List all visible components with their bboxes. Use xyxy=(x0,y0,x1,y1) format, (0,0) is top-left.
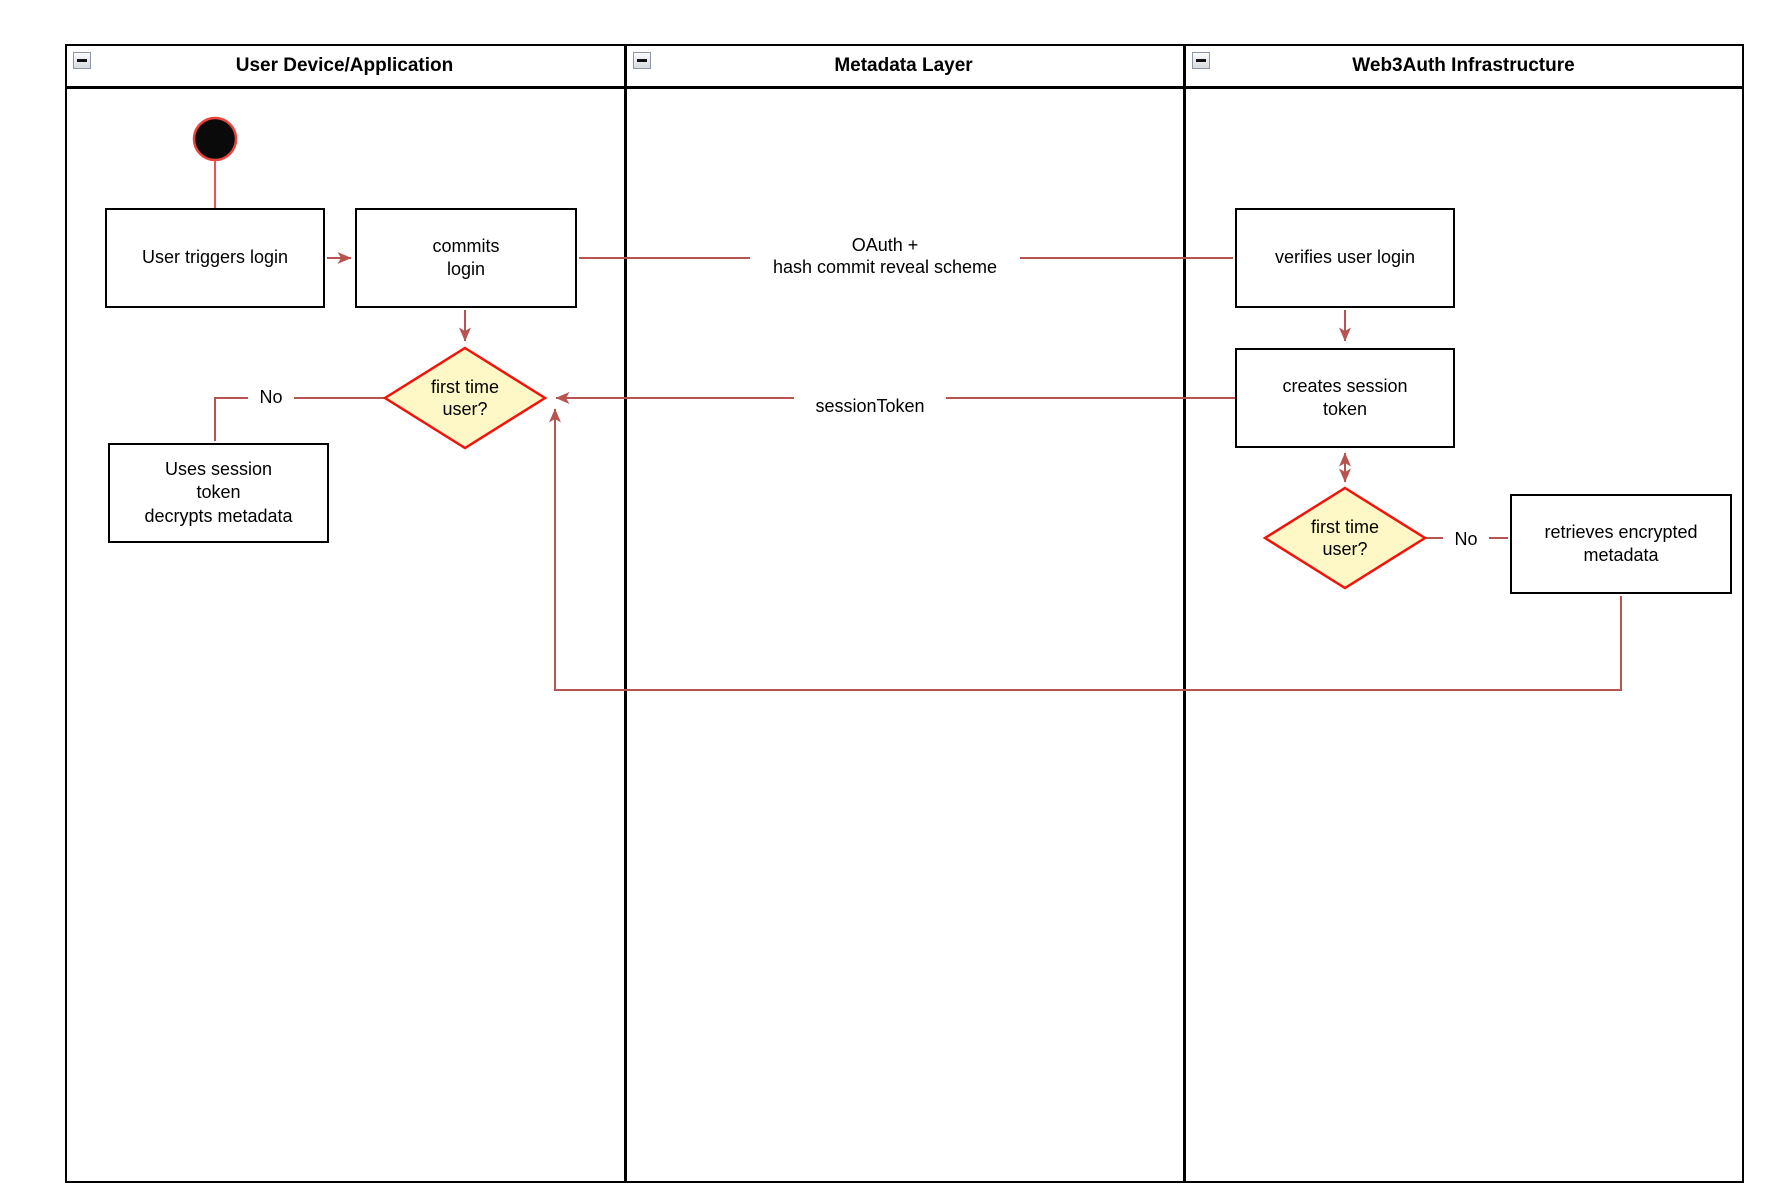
node-user-triggers-login[interactable]: User triggers login xyxy=(105,208,325,308)
lane-title-user-device[interactable]: User Device/Application xyxy=(235,55,454,76)
lane-separator-1 xyxy=(624,44,627,1183)
collapse-icon[interactable] xyxy=(1192,52,1210,69)
lane-title-metadata-layer[interactable]: Metadata Layer xyxy=(834,55,973,76)
start-node[interactable] xyxy=(192,116,238,162)
edge-label-oauth: OAuth + hash commit reveal scheme xyxy=(750,234,1020,280)
node-verifies-user-login[interactable]: verifies user login xyxy=(1235,208,1455,308)
lane-header-separator xyxy=(65,86,1744,89)
decision-diamond-first-time-user-2[interactable] xyxy=(1262,486,1428,590)
decision-1-label[interactable]: first time user? xyxy=(430,376,499,420)
node-creates-session-token[interactable]: creates session token xyxy=(1235,348,1455,448)
collapse-icon[interactable] xyxy=(633,52,651,69)
node-commits-login[interactable]: commits login xyxy=(355,208,577,308)
node-uses-session-token[interactable]: Uses session token decrypts metadata xyxy=(108,443,329,543)
decision-2-label[interactable]: first time user? xyxy=(1310,516,1379,560)
decision-diamond-first-time-user-1[interactable] xyxy=(382,346,548,450)
edge-label-session-token: sessionToken xyxy=(794,395,946,419)
lane-separator-2 xyxy=(1183,44,1186,1183)
edge-retrieves-loop-to-decision-1 xyxy=(549,408,1622,691)
edge-decision-1-no xyxy=(214,397,385,441)
lane-title-web3auth-infrastructure[interactable]: Web3Auth Infrastructure xyxy=(1352,55,1575,76)
node-retrieves-encrypted-metadata[interactable]: retrieves encrypted metadata xyxy=(1510,494,1732,594)
edge-label-no-2: No xyxy=(1443,528,1489,552)
edge-label-no-1: No xyxy=(248,386,294,410)
collapse-icon[interactable] xyxy=(73,52,91,69)
swimlane-pool xyxy=(65,44,1744,1183)
